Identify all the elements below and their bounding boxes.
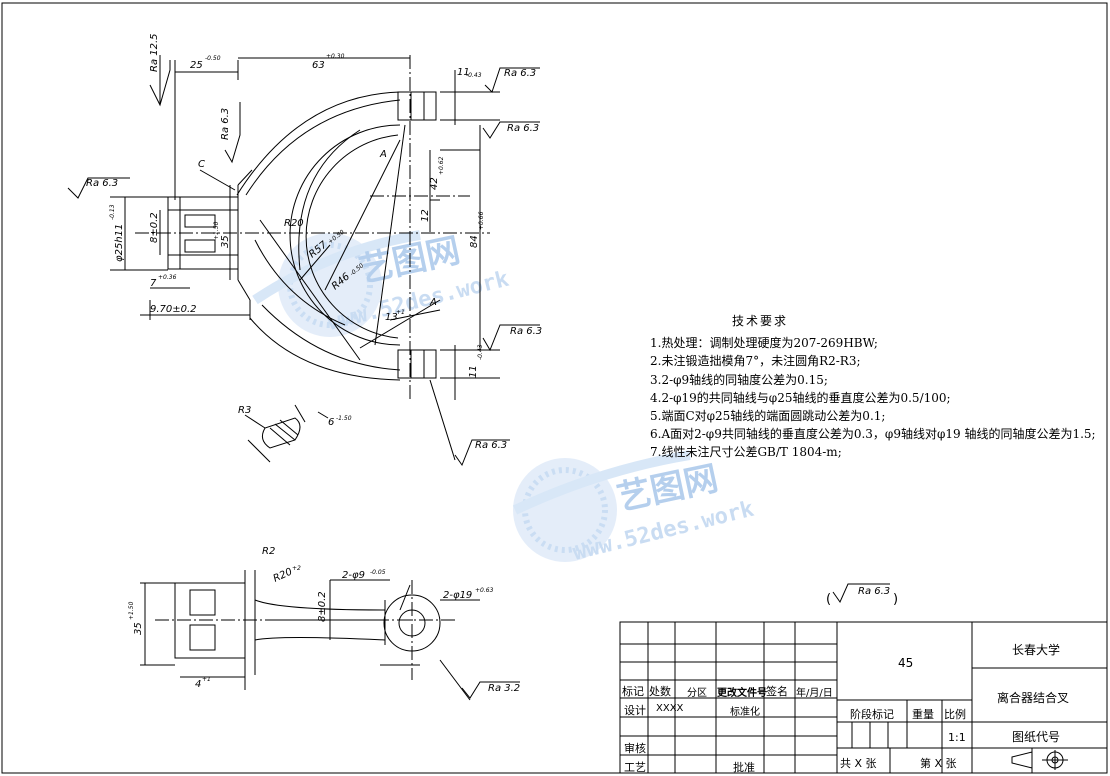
total-sheets: 共 X 张	[840, 757, 877, 770]
rough-r8: Ra 3.2	[488, 683, 520, 694]
dim-35b-tol: +1.50	[128, 601, 135, 620]
dim-25: 25	[190, 60, 203, 71]
rough-r3: Ra 6.3	[507, 123, 539, 134]
side-view	[140, 570, 480, 701]
note-item: 6.A面对2-φ9共同轴线的垂直度公差为0.3，φ9轴线对φ19 轴线的同轴度公…	[650, 427, 1096, 442]
notes-title: 技术要求	[732, 314, 789, 328]
technical-requirements: 技术要求 1.热处理：调制处理硬度为207-269HBW; 2.未注锻造拙模角7…	[650, 312, 1102, 462]
dim-63-tol: +0.30	[326, 53, 345, 60]
note-item: 3.2-φ9轴线的同轴度公差为0.15;	[650, 372, 828, 387]
row-standardize: 标准化	[730, 707, 760, 718]
material-value: 45	[898, 656, 914, 670]
rough-r2: Ra 6.3	[504, 68, 536, 79]
dim-970: 9.70±0.2	[150, 304, 197, 315]
main-view	[110, 55, 500, 461]
dim-4-tol: +1	[202, 676, 211, 683]
rough-r6: Ra 6.3	[510, 326, 542, 337]
dim-35: 35	[220, 235, 231, 248]
section-detail	[244, 404, 329, 463]
dim-8: 8±0.2	[149, 212, 160, 243]
label-a2: A	[429, 297, 437, 308]
dim-25h11-tol: -0.13	[109, 204, 116, 220]
header-count: 处数	[649, 685, 671, 698]
dim-6-tol: -1.50	[336, 415, 352, 422]
header-signature: 签名	[766, 685, 788, 698]
dim-11b-tol: -0.43	[477, 344, 484, 360]
rough-r4: Ra 6.3	[220, 108, 231, 140]
dim-35-tol: +1.50	[213, 221, 220, 240]
dim-phi9: 2-φ9	[342, 570, 365, 581]
roughness-marks	[67, 60, 540, 699]
dim-r20b-tol: +2	[292, 565, 301, 572]
dim-84-tol: +0.66	[478, 211, 485, 230]
note-item: 1.热处理：调制处理硬度为207-269HBW;	[650, 336, 878, 351]
dim-phi19-tol: +0.63	[475, 587, 494, 594]
dim-8b: 8±0.2	[317, 591, 328, 622]
dim-12: 12	[420, 209, 431, 222]
header-mark: 标记	[622, 685, 644, 698]
header-date: 年/月/日	[796, 688, 833, 699]
part-name: 离合器结合叉	[997, 691, 1070, 705]
row-process: 工艺	[624, 761, 646, 774]
note-item: 4.2-φ19的共同轴线与φ25轴线的垂直度公差为0.5/100;	[650, 390, 951, 405]
watermark-bottom: 艺图网 www.52des.work	[512, 450, 756, 566]
row-approve: 批准	[733, 761, 755, 774]
dim-13-tol: +1	[396, 309, 405, 316]
dim-42-tol: +0.62	[438, 156, 445, 175]
header-zone: 分区	[687, 688, 707, 699]
projection-symbol-icon	[1011, 750, 1068, 770]
dim-7-tol: +0.36	[158, 274, 177, 281]
dim-84: 84	[469, 235, 480, 248]
note-item: 7.线性未注尺寸公差GB/T 1804-m;	[650, 445, 842, 460]
rough-r5: Ra 6.3	[86, 178, 118, 189]
scale-label: 比例	[944, 708, 966, 721]
note-item: 2.未注锻造拙模角7°，未注圆角R2-R3;	[650, 354, 861, 369]
dim-r2: R2	[262, 546, 275, 557]
default-roughness: ( Ra 6.3 )	[826, 586, 898, 607]
dim-63: 63	[312, 60, 325, 71]
dim-35b: 35	[133, 622, 144, 635]
row-design-value: XXXX	[656, 703, 684, 714]
default-roughness-open: (	[826, 592, 831, 607]
dim-42: 42	[429, 177, 440, 190]
dim-r3: R3	[238, 405, 251, 416]
dimension-labels: 25 -0.50 63 +0.30 Ra 12.5 11 -0.43 Ra 6.…	[86, 33, 542, 694]
default-roughness-close: )	[893, 592, 898, 607]
dim-25h11: φ25h11	[114, 224, 125, 262]
school-name: 长春大学	[1012, 643, 1061, 657]
header-change-doc: 更改文件号	[717, 688, 767, 699]
dim-13: 13	[385, 312, 398, 323]
label-c: C	[198, 159, 205, 170]
dim-25-tol: -0.50	[205, 55, 221, 62]
dim-72-5-roughness: Ra 12.5	[149, 33, 160, 72]
stage-mark-label: 阶段标记	[850, 708, 894, 721]
label-a: A	[379, 149, 387, 160]
default-roughness-value: Ra 6.3	[858, 586, 890, 597]
dim-7: 7	[150, 278, 157, 289]
dim-4: 4	[195, 679, 201, 690]
dim-phi9-tol: -0.05	[370, 569, 386, 576]
dim-11: 11	[457, 67, 470, 78]
dim-11b: 11	[468, 365, 479, 378]
drawing-no-label: 图纸代号	[1012, 730, 1061, 744]
default-roughness-icon	[832, 583, 890, 604]
row-review: 审核	[624, 742, 646, 755]
rough-r7: Ra 6.3	[475, 440, 507, 451]
dim-6: 6	[328, 417, 334, 428]
note-item: 5.端面C对φ25轴线的端面圆跳动公差为0.1;	[650, 409, 886, 424]
dim-11-tol: -0.43	[466, 72, 482, 79]
row-design: 设计	[624, 704, 646, 717]
weight-label: 重量	[912, 708, 934, 721]
scale-value: 1:1	[948, 731, 966, 744]
title-block	[619, 621, 1108, 774]
dim-r20b: R20	[272, 566, 294, 584]
dim-r20: R20	[284, 218, 304, 229]
sheet-number: 第 X 张	[920, 757, 957, 770]
dim-phi19: 2-φ19	[443, 590, 472, 601]
